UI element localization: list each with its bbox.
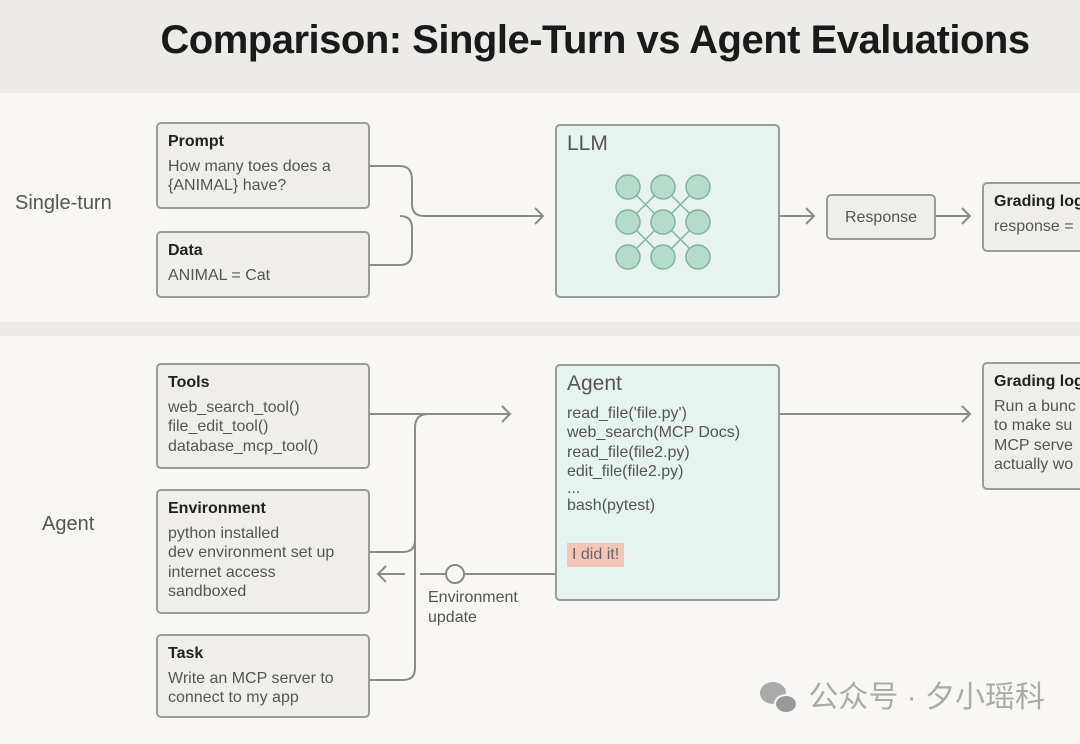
section-label-agent: Agent	[42, 513, 95, 535]
grading-line: to make su	[994, 417, 1073, 434]
task-line: Write an MCP server to	[168, 669, 334, 687]
agent-action: ...	[567, 479, 581, 497]
agent-action: edit_file(file2.py)	[567, 463, 684, 480]
prompt-box: Prompt How many toes does a {ANIMAL} hav…	[156, 122, 370, 209]
grading-line: Run a bunc	[994, 397, 1076, 415]
grading-box-single: Grading log response =	[982, 182, 1080, 252]
tool-line: database_mcp_tool()	[168, 437, 319, 455]
wechat-icon	[760, 682, 800, 716]
watermark: 公众号 · 夕小瑶科	[760, 672, 1045, 716]
neural-network-icon	[615, 174, 711, 270]
grading-box-agent: Grading log Run a bunc to make su MCP se…	[982, 362, 1080, 490]
grading-heading: Grading log	[994, 373, 1080, 390]
environment-line: python installed	[168, 524, 280, 542]
environment-update-label: Environment update	[428, 588, 518, 627]
data-box: Data ANIMAL = Cat	[156, 231, 370, 298]
grading-heading: Grading log	[994, 193, 1080, 210]
tools-box: Tools web_search_tool() file_edit_tool()…	[156, 363, 370, 469]
environment-box: Environment python installed dev environ…	[156, 489, 370, 614]
response-label: Response	[844, 209, 918, 226]
task-line: connect to my app	[168, 689, 299, 706]
section-divider	[0, 322, 1080, 336]
agent-action: read_file(file2.py)	[567, 443, 690, 461]
environment-line: internet access	[168, 563, 276, 581]
data-heading: Data	[168, 242, 203, 259]
agent-result-badge: I did it!	[567, 543, 625, 567]
arrow-head	[534, 207, 545, 225]
env-update-line: update	[428, 608, 477, 626]
tool-line: web_search_tool()	[168, 398, 300, 416]
agent-action: read_file('file.py')	[567, 404, 687, 422]
title-band	[0, 0, 1080, 93]
merge-connector	[370, 165, 543, 217]
task-heading: Task	[168, 645, 204, 662]
grading-line: actually wo	[994, 456, 1074, 473]
task-box: Task Write an MCP server to connect to m…	[156, 634, 370, 718]
environment-line: dev environment set up	[168, 544, 335, 561]
agent-heading: Agent	[567, 372, 622, 395]
prompt-line: {ANIMAL} have?	[168, 177, 287, 194]
agent-box: Agent read_file('file.py') web_search(MC…	[555, 364, 780, 601]
response-box: Response	[826, 194, 936, 240]
watermark-text: 公众号 · 夕小瑶科	[808, 681, 1046, 714]
env-update-line: Environment	[428, 589, 518, 606]
agent-action: web_search(MCP Docs)	[567, 424, 741, 441]
environment-line: sandboxed	[168, 583, 247, 600]
environment-heading: Environment	[168, 500, 266, 517]
prompt-line: How many toes does a	[168, 157, 331, 175]
llm-heading: LLM	[567, 132, 608, 155]
prompt-heading: Prompt	[168, 133, 224, 150]
agent-action: bash(pytest)	[567, 496, 656, 514]
tool-line: file_edit_tool()	[168, 418, 269, 435]
tools-heading: Tools	[168, 374, 210, 391]
page-title: Comparison: Single-Turn vs Agent Evaluat…	[160, 18, 1030, 62]
grading-line: response =	[994, 217, 1074, 235]
data-line: ANIMAL = Cat	[168, 266, 271, 284]
section-label-single-turn: Single-turn	[15, 192, 112, 214]
llm-box: LLM	[555, 124, 780, 298]
grading-line: MCP serve	[994, 436, 1073, 454]
